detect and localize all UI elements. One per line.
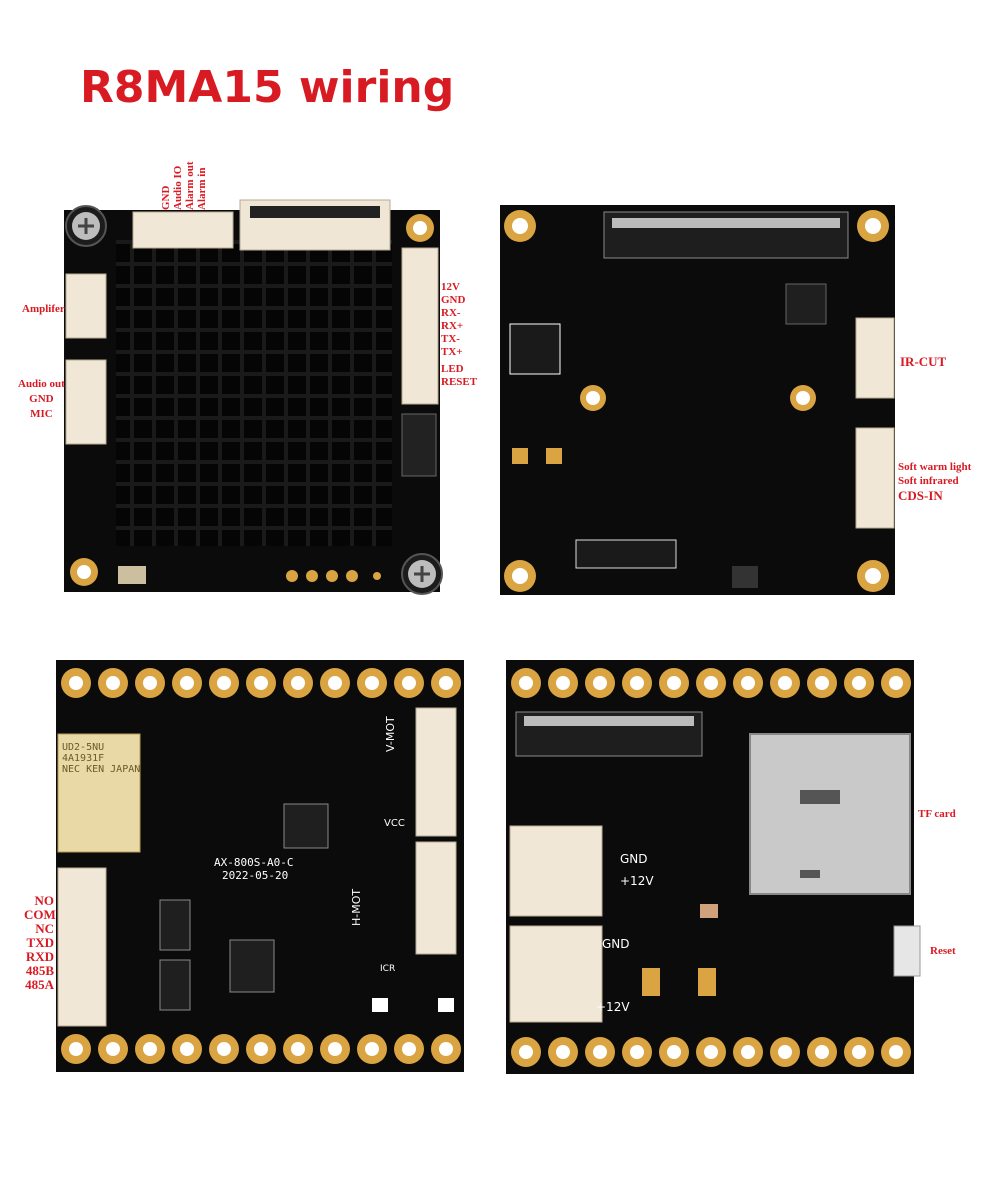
gold-pad-hole (815, 1045, 829, 1059)
gold-pad-hole (889, 676, 903, 690)
b3-left-label: RXD (25, 949, 54, 964)
gold-pad-hole (106, 676, 120, 690)
b3-left-label: NO (34, 893, 55, 908)
b4-12v-1: +12V (620, 874, 654, 888)
gold-pad-hole (889, 1045, 903, 1059)
gold-pad-hole (630, 676, 644, 690)
gold-pad-hole (519, 676, 533, 690)
b3-left-label: TXD (26, 935, 54, 950)
gold-pad-hole (254, 676, 268, 690)
b3-left-labels: NO COM NC TXD RXD 485B 485A (24, 893, 56, 992)
gold-pad-hole (439, 676, 453, 690)
gold-pad-hole (69, 676, 83, 690)
gold-pad-hole (328, 676, 342, 690)
b3-relay-line: UD2-5NU (62, 742, 105, 753)
b4-gnd-2: GND (602, 937, 630, 951)
b1-right-label: GND (441, 294, 466, 306)
b1-right-label: TX+ (441, 346, 463, 358)
gold-pad-hole (778, 1045, 792, 1059)
board-2-rear (500, 205, 895, 595)
gold-pad-hole (630, 1045, 644, 1059)
gold-pad-hole (815, 676, 829, 690)
b3-date: 2022-05-20 (222, 869, 289, 882)
gold-pad-hole (556, 1045, 570, 1059)
b3-left-label: 485B (25, 963, 54, 978)
gold-pad-hole (217, 1042, 231, 1056)
gold-pad-hole (328, 1042, 342, 1056)
b1-right-label: RX+ (441, 320, 464, 332)
gold-pad-hole (593, 1045, 607, 1059)
gold-pad-hole (741, 676, 755, 690)
b3-icr: ICR (380, 964, 396, 974)
b3-relay-text: UD2-5NU 4A1931F NEC KEN JAPAN (62, 742, 140, 775)
b1-right-label: LED (441, 363, 464, 375)
gold-pad-hole (741, 1045, 755, 1059)
b3-relay-line: NEC KEN JAPAN (62, 764, 141, 775)
gold-pad-hole (402, 1042, 416, 1056)
gold-pad-hole (667, 1045, 681, 1059)
gold-pad-hole (291, 676, 305, 690)
gold-pad-hole (704, 676, 718, 690)
gold-pad-hole (667, 676, 681, 690)
b1-top-label-alarm-in: Alarm in (196, 167, 208, 210)
b3-silkscreen: AX-800S-A0-C 2022-05-20 (214, 856, 293, 882)
gold-pad-hole (778, 676, 792, 690)
b4-12v-2: +12V (596, 1000, 630, 1014)
b4-gnd-1: GND (620, 852, 648, 866)
b1-left-label-amplifier: Amplifer (22, 303, 65, 315)
b3-relay-line: 4A1931F (62, 753, 105, 764)
b1-left-label: MIC (30, 408, 53, 420)
gold-pad-hole (365, 1042, 379, 1056)
b3-vmot: V-MOT (384, 716, 397, 752)
b1-left-label: GND (29, 393, 54, 405)
board-1-heatsink (64, 199, 443, 595)
gold-pad-hole (143, 1042, 157, 1056)
b3-left-label: NC (35, 921, 54, 936)
gold-pad-hole (365, 676, 379, 690)
gold-pad-hole (556, 676, 570, 690)
b4-label-tf-card: TF card (918, 808, 956, 820)
gold-pad-hole (180, 676, 194, 690)
gold-pad-hole (593, 676, 607, 690)
b2-label-ir-cut: IR-CUT (900, 354, 947, 369)
gold-pad-hole (852, 1045, 866, 1059)
b2-light-labels: Soft warm light Soft infrared CDS-IN (898, 461, 971, 502)
gold-pad-hole (69, 1042, 83, 1056)
b2-light-label: Soft infrared (898, 475, 959, 487)
gold-pad-hole (143, 676, 157, 690)
b1-right-label: RESET (441, 376, 478, 388)
gold-pad-hole (180, 1042, 194, 1056)
gold-pad-hole (519, 1045, 533, 1059)
gold-pad-hole (106, 1042, 120, 1056)
gold-pad-hole (217, 676, 231, 690)
b2-light-label: CDS-IN (898, 488, 943, 503)
b1-right-labels: 12V GND RX- RX+ TX- TX+ LED RESET (441, 281, 477, 389)
b1-right-label: 12V (441, 281, 460, 293)
b1-top-label-audio-io: Audio IO (172, 165, 184, 210)
b3-vcc: VCC (384, 818, 405, 829)
b1-left-audio-labels: Audio out GND MIC (18, 378, 65, 421)
gold-pad-hole (852, 676, 866, 690)
b1-left-label: Audio out (18, 378, 65, 390)
gold-pad-hole (439, 1042, 453, 1056)
board-3-interface (56, 660, 464, 1072)
page-title: R8MA15 wiring (80, 62, 455, 113)
gold-pad-hole (254, 1042, 268, 1056)
b1-top-label-alarm-out: Alarm out (184, 161, 196, 210)
board-4-storage (506, 660, 921, 1074)
b4-label-reset: Reset (930, 945, 956, 957)
gold-pad-hole (291, 1042, 305, 1056)
b3-left-label: COM (24, 907, 56, 922)
b1-top-label-gnd: GND (160, 185, 172, 210)
b1-right-label: TX- (441, 333, 460, 345)
gold-pad-hole (402, 676, 416, 690)
b1-right-label: RX- (441, 307, 461, 319)
b3-hmot: H-MOT (350, 888, 363, 926)
gold-pad-hole (704, 1045, 718, 1059)
b2-light-label: Soft warm light (898, 461, 972, 473)
b3-left-label: 485A (25, 977, 54, 992)
b3-model: AX-800S-A0-C (214, 856, 294, 869)
